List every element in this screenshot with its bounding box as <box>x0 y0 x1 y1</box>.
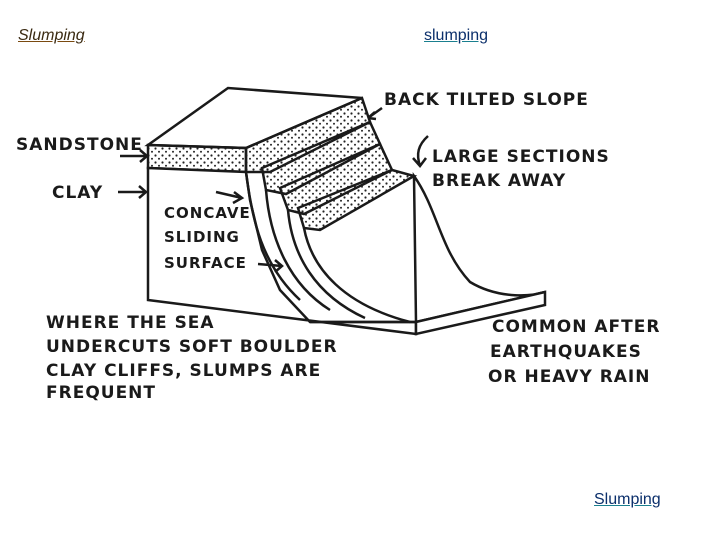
label-sandstone: SANDSTONE <box>16 135 143 155</box>
label-large-sections: LARGE SECTIONS <box>432 147 610 167</box>
label-sliding: SLIDING <box>164 228 240 246</box>
base-ledge <box>310 290 547 336</box>
label-common-after: COMMON AFTER <box>492 317 660 337</box>
sliding-curve-3 <box>286 209 366 320</box>
arrow-sandstone <box>120 149 149 163</box>
label-heavy-rain: OR HEAVY RAIN <box>488 367 651 387</box>
arrow-back-tilted <box>367 106 383 121</box>
label-back-tilted-slope: BACK TILTED SLOPE <box>384 90 589 110</box>
label-where-sea-2: UNDERCUTS SOFT BOULDER <box>46 337 338 357</box>
label-where-sea-3: CLAY CLIFFS, SLUMPS ARE <box>46 361 321 381</box>
slumping-link-bottom[interactable]: Slumping <box>594 491 661 508</box>
label-where-sea-1: WHERE THE SEA <box>46 313 215 333</box>
arrow-concave <box>215 190 245 205</box>
label-clay: CLAY <box>52 183 103 203</box>
label-break-away: BREAK AWAY <box>432 171 566 191</box>
slumping-link-center[interactable]: slumping <box>424 27 489 44</box>
arrow-large-sections <box>412 135 429 168</box>
arrow-clay <box>118 185 148 199</box>
slump-block-4 <box>296 168 418 232</box>
label-where-sea-4: FREQUENT <box>46 383 156 403</box>
label-concave: CONCAVE <box>164 204 251 222</box>
label-earthquakes: EARTHQUAKES <box>490 342 642 362</box>
sliding-curve-1 <box>244 171 301 301</box>
label-surface: SURFACE <box>164 254 247 272</box>
arrow-surface <box>257 259 284 273</box>
sliding-curve-2 <box>264 189 331 312</box>
sliding-curve-4 <box>302 227 411 324</box>
slumping-link-top[interactable]: Slumping <box>18 27 85 44</box>
